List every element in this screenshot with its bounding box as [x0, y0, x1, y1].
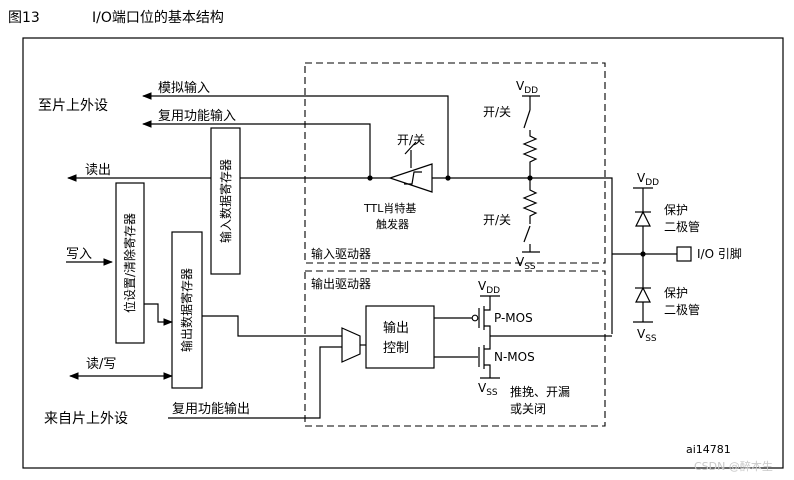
outer-frame	[22, 37, 784, 469]
pmos-transistor	[478, 296, 491, 336]
analog-input-label: 模拟输入	[158, 80, 210, 96]
pullup-vdd-rail	[522, 95, 540, 110]
pulldown-switch-label: 开/关	[483, 213, 511, 227]
io-pin-box	[676, 246, 692, 262]
diode-vdd-label: VDD	[637, 171, 659, 188]
output-mux	[341, 327, 361, 363]
pmos-gate-bubble	[471, 314, 479, 322]
output-control-line1: 输出	[383, 320, 409, 336]
figure-code: ai14781	[686, 443, 731, 456]
pmos-vdd-label: VDD	[478, 279, 500, 296]
nmos-transistor	[478, 336, 491, 378]
output-data-register: 输出数据寄存器	[171, 231, 203, 389]
junction-dot	[367, 175, 373, 181]
alt-func-input-line	[142, 120, 371, 177]
input-driver-label: 输入驱动器	[311, 246, 371, 261]
pullup-vdd-label: VDD	[516, 79, 538, 96]
trigger-switch-label: 开/关	[397, 133, 425, 147]
nmos-vss-label: VSS	[478, 381, 498, 398]
pullup-resistor	[522, 130, 538, 178]
output-driver-label: 输出驱动器	[311, 276, 371, 291]
hysteresis-icon	[404, 171, 422, 185]
pullup-switch-icon	[523, 109, 531, 129]
output-mode-line1: 推挽、开漏	[510, 385, 570, 399]
input-driver-region	[304, 62, 606, 264]
output-control-block: 输出 控制	[365, 305, 435, 369]
trigger-label-line1: TTL肖特基	[363, 201, 416, 215]
alt-func-output-line	[168, 346, 342, 419]
from-onchip-peripheral-label: 来自片上外设	[44, 411, 128, 427]
output-control-line2: 控制	[383, 341, 409, 356]
trigger-label-line2: 触发器	[376, 217, 409, 231]
bsrr-to-odr-line	[144, 303, 173, 326]
analog-input-line	[142, 92, 449, 178]
output-driver-region	[304, 270, 606, 427]
pullup-switch-label: 开/关	[483, 105, 511, 119]
pulldown-vss-rail	[522, 244, 540, 253]
pin-to-trigger-line	[432, 177, 613, 334]
diode-top-label-line2: 二极管	[664, 219, 700, 234]
figure-number: 图13	[8, 10, 40, 26]
input-data-register: 输入数据寄存器	[210, 127, 241, 275]
input-data-register-label: 输入数据寄存器	[218, 159, 233, 243]
read-write-label: 读/写	[86, 357, 116, 372]
watermark: CSDN @醉本生	[694, 459, 773, 473]
output-data-register-label: 输出数据寄存器	[179, 268, 194, 352]
figure-title: I/O端口位的基本结构	[92, 9, 224, 26]
read-out-label: 读出	[85, 163, 111, 178]
diode-vss-label: VSS	[637, 327, 657, 344]
bit-set-reset-register: 位设置/清除寄存器	[115, 182, 145, 344]
pulldown-resistor	[522, 178, 538, 224]
junction-dot	[445, 175, 451, 181]
diode-top-label-line1: 保护	[664, 203, 688, 217]
to-onchip-peripheral-label: 至片上外设	[38, 98, 108, 114]
odr-to-mux-line	[202, 315, 342, 337]
diode-bottom-label-line1: 保护	[664, 286, 688, 300]
protection-diode-top	[635, 210, 651, 227]
alt-func-input-label: 复用功能输入	[158, 108, 236, 124]
bit-set-reset-register-label: 位设置/清除寄存器	[122, 213, 137, 313]
output-mode-line2: 或关闭	[510, 402, 546, 416]
pmos-label: P-MOS	[494, 311, 533, 325]
alt-func-output-label: 复用功能输出	[172, 401, 250, 417]
diode-bottom-label-line2: 二极管	[664, 302, 700, 317]
pulldown-switch-icon	[523, 225, 531, 243]
schmitt-trigger	[388, 141, 433, 193]
protection-diode-bottom	[635, 286, 651, 303]
trigger-switch-icon	[404, 141, 417, 155]
pulldown-vss-label: VSS	[516, 255, 536, 272]
write-in-label: 写入	[66, 247, 92, 262]
io-pin-label: I/O 引脚	[697, 246, 742, 261]
nmos-label: N-MOS	[494, 350, 535, 364]
